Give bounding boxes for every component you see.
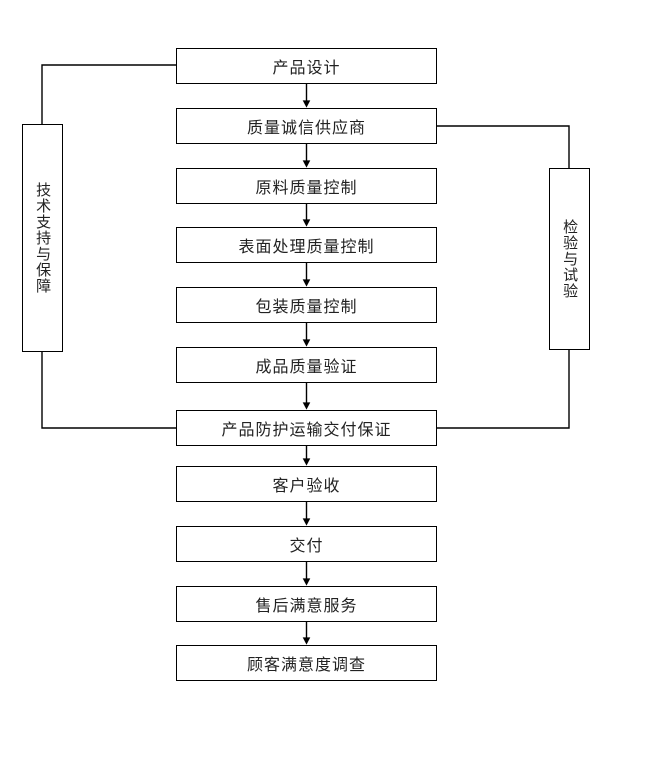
node-surface-treatment[interactable]: 表面处理质量控制 [176,227,437,263]
node-label: 表面处理质量控制 [238,237,375,256]
node-satisfaction-survey[interactable]: 顾客满意度调查 [176,645,437,681]
node-product-design[interactable]: 产品设计 [176,48,437,84]
node-technical-support[interactable]: 技术支持与保障 [22,124,63,352]
node-label: 顾客满意度调查 [246,655,366,674]
node-label: 原料质量控制 [255,178,358,197]
node-packaging-control[interactable]: 包装质量控制 [176,287,437,323]
node-finished-verification[interactable]: 成品质量验证 [176,347,437,383]
node-customer-acceptance[interactable]: 客户验收 [176,466,437,502]
node-delivery[interactable]: 交付 [176,526,437,562]
connector-line [41,64,176,124]
node-raw-material-control[interactable]: 原料质量控制 [176,168,437,204]
node-label: 交付 [289,536,324,555]
node-inspection-test[interactable]: 检验与试验 [549,168,590,350]
node-after-sales-service[interactable]: 售后满意服务 [176,586,437,622]
node-label: 售后满意服务 [255,596,358,615]
node-label: 检验与试验 [561,219,580,299]
node-label: 产品设计 [272,58,341,77]
connector-line [41,352,176,429]
node-protection-delivery[interactable]: 产品防护运输交付保证 [176,410,437,446]
node-label: 成品质量验证 [255,357,358,376]
connector-line [437,350,570,429]
node-label: 客户验收 [272,476,341,495]
node-label: 产品防护运输交付保证 [221,420,392,439]
node-quality-supplier[interactable]: 质量诚信供应商 [176,108,437,144]
node-label: 包装质量控制 [255,297,358,316]
node-label: 技术支持与保障 [34,182,53,294]
node-label: 质量诚信供应商 [246,118,366,137]
connector-line [437,125,570,168]
